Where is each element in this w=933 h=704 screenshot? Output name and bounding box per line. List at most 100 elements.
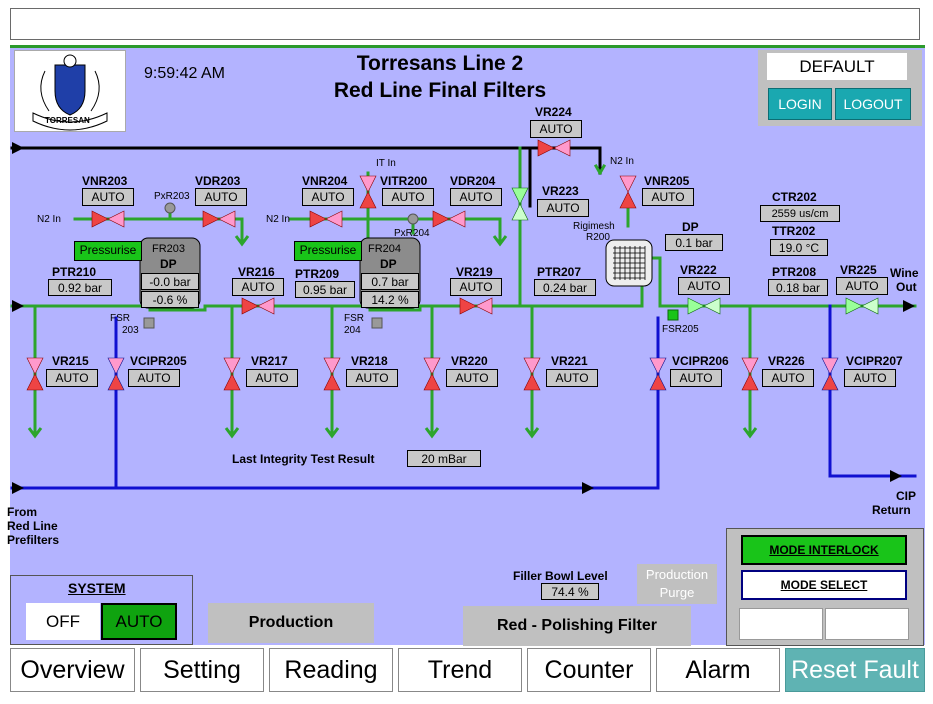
vr218-tag: VR218	[351, 354, 388, 368]
vnr205-mode[interactable]: AUTO	[642, 188, 694, 206]
nav-overview[interactable]: Overview	[10, 648, 135, 692]
vr215-mode[interactable]: AUTO	[46, 369, 98, 387]
vcipr206-mode[interactable]: AUTO	[670, 369, 722, 387]
vcipr207-tag: VCIPR207	[846, 354, 903, 368]
filler-bowl-label: Filler Bowl Level	[513, 569, 608, 583]
page-subtitle: Red Line Final Filters	[333, 79, 547, 102]
logo-text: TORRESAN	[45, 116, 90, 125]
vcipr205-tag: VCIPR205	[130, 354, 187, 368]
vnr204-tag: VNR204	[302, 174, 348, 188]
wine-out-label-1: Wine	[890, 266, 919, 280]
fr203-tag: FR203	[152, 243, 186, 255]
fr204-dp-value: 0.7 bar	[361, 273, 419, 290]
from-label-1: From	[7, 505, 37, 519]
ptr208-tag: PTR208	[772, 265, 817, 279]
fsr203-label-2: 203	[122, 325, 139, 336]
pressurise-button-fr203[interactable]: Pressurise	[74, 241, 142, 261]
mode-select-label: MODE SELECT	[780, 578, 868, 592]
system-auto-button[interactable]: AUTO	[101, 603, 177, 640]
ptr210-value: 0.92 bar	[48, 279, 112, 296]
production-purge-label-1: Production	[645, 567, 709, 582]
vr218-mode[interactable]: AUTO	[346, 369, 398, 387]
torresan-logo: TORRESAN	[14, 50, 126, 132]
pressurise-button-fr204[interactable]: Pressurise	[294, 241, 362, 261]
fr204-dp-label: DP	[380, 257, 397, 271]
vdr203-tag: VDR203	[195, 174, 241, 188]
integrity-value: 20 mBar	[407, 450, 481, 467]
integrity-label: Last Integrity Test Result	[232, 452, 375, 466]
vnr203-mode[interactable]: AUTO	[82, 188, 134, 206]
vdr203-mode[interactable]: AUTO	[195, 188, 247, 206]
rigimesh-label-2: R200	[586, 232, 610, 243]
fr204-pct-value: 14.2 %	[361, 291, 419, 308]
vr224-mode[interactable]: AUTO	[530, 120, 582, 138]
vr223-mode[interactable]: AUTO	[537, 199, 589, 217]
ptr207-value: 0.24 bar	[534, 279, 596, 296]
rigimesh-label-1: Rigimesh	[573, 221, 615, 232]
wine-out-label-2: Out	[896, 280, 917, 294]
vr216-mode[interactable]: AUTO	[232, 278, 284, 296]
vr216-tag: VR216	[238, 265, 275, 279]
nav-alarm[interactable]: Alarm	[656, 648, 780, 692]
crest-icon	[32, 54, 108, 131]
production-purge-button[interactable]: Production Purge	[637, 564, 717, 604]
system-title: SYSTEM	[68, 580, 126, 596]
vr221-tag: VR221	[551, 354, 588, 368]
pxr204-label: PxR204	[394, 228, 430, 239]
vnr204-mode[interactable]: AUTO	[302, 188, 354, 206]
vitr200-mode[interactable]: AUTO	[382, 188, 434, 206]
vdr204-mode[interactable]: AUTO	[450, 188, 502, 206]
production-status: Production	[208, 603, 374, 643]
fsr204-label-2: 204	[344, 325, 361, 336]
login-button[interactable]: LOGIN	[768, 88, 832, 120]
nav-reset-fault[interactable]: Reset Fault	[785, 648, 925, 692]
vdr204-tag: VDR204	[450, 174, 496, 188]
vr219-mode[interactable]: AUTO	[450, 278, 502, 296]
mode-field-left	[739, 608, 823, 640]
vr220-mode[interactable]: AUTO	[446, 369, 498, 387]
fr203-dp-value: -0.0 bar	[141, 273, 199, 290]
process-panel: TORRESAN 9:59:42 AM Torresans Line 2 Red…	[7, 45, 925, 646]
cip-return-label-1: CIP	[896, 489, 917, 503]
nav-setting[interactable]: Setting	[140, 648, 264, 692]
vcipr206-tag: VCIPR206	[672, 354, 729, 368]
ptr209-tag: PTR209	[295, 267, 340, 281]
system-off-button[interactable]: OFF	[26, 603, 100, 640]
vr225-mode[interactable]: AUTO	[836, 277, 888, 295]
vr226-mode[interactable]: AUTO	[762, 369, 814, 387]
clock: 9:59:42 AM	[144, 65, 225, 82]
nav-counter[interactable]: Counter	[527, 648, 651, 692]
ctr202-value: 2559 us/cm	[760, 205, 840, 222]
n2-in-label-1: N2 In	[37, 214, 61, 225]
vitr200-tag: VITR200	[380, 174, 428, 188]
polishing-filter-status: Red - Polishing Filter	[463, 606, 691, 646]
dp-tag: DP	[682, 220, 699, 234]
vcipr207-mode[interactable]: AUTO	[844, 369, 896, 387]
vr220-tag: VR220	[451, 354, 488, 368]
n2-in-label-3: N2 In	[610, 156, 634, 167]
fr203-pct-value: -0.6 %	[141, 291, 199, 308]
pipe-diagram	[10, 139, 917, 494]
ttr202-tag: TTR202	[772, 224, 816, 238]
ptr209-value: 0.95 bar	[295, 281, 355, 298]
vr222-tag: VR222	[680, 263, 717, 277]
top-message-bar	[10, 8, 920, 40]
ptr208-value: 0.18 bar	[768, 279, 828, 296]
nav-trend[interactable]: Trend	[398, 648, 522, 692]
ctr202-tag: CTR202	[772, 190, 817, 204]
vr221-mode[interactable]: AUTO	[546, 369, 598, 387]
it-in-label: IT In	[376, 158, 396, 169]
page-title: Torresans Line 2	[356, 52, 524, 75]
vcipr205-mode[interactable]: AUTO	[128, 369, 180, 387]
production-purge-label-2: Purge	[659, 585, 695, 600]
mode-select-button[interactable]: MODE SELECT	[741, 570, 907, 600]
filler-bowl-value: 74.4 %	[541, 583, 599, 600]
logout-button[interactable]: LOGOUT	[835, 88, 911, 120]
ttr202-value: 19.0 °C	[770, 239, 828, 256]
system-panel	[10, 575, 193, 645]
vr217-mode[interactable]: AUTO	[246, 369, 298, 387]
mode-field-right	[825, 608, 909, 640]
vr222-mode[interactable]: AUTO	[678, 277, 730, 295]
nav-reading[interactable]: Reading	[269, 648, 393, 692]
mode-interlock-button[interactable]: MODE INTERLOCK	[741, 535, 907, 565]
